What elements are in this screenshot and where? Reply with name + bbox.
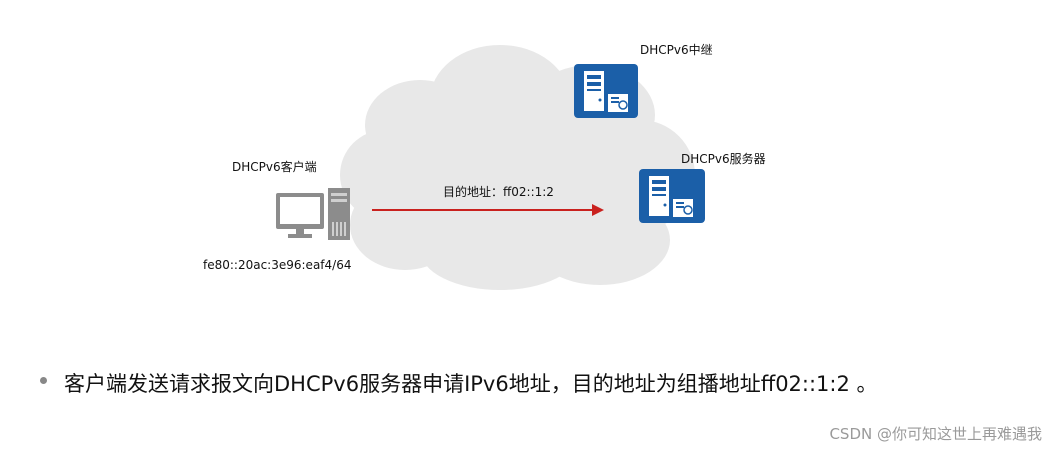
server-icon xyxy=(639,169,705,223)
message-arrow xyxy=(372,204,604,216)
description-text: 客户端发送请求报文向DHCPv6服务器申请IPv6地址，目的地址为组播地址ff0… xyxy=(64,372,878,396)
network-diagram xyxy=(276,45,705,290)
bullet-icon xyxy=(40,377,47,384)
watermark: CSDN @你可知这世上再难遇我 xyxy=(829,425,1042,443)
desktop-computer-icon xyxy=(276,188,350,240)
relay-label: DHCPv6中继 xyxy=(640,43,713,57)
server-label: DHCPv6服务器 xyxy=(681,152,766,166)
client-address: fe80::20ac:3e96:eaf4/64 xyxy=(203,258,352,272)
arrow-label: 目的地址：ff02::1:2 xyxy=(443,185,554,199)
network-cloud xyxy=(340,45,695,290)
server-icon xyxy=(574,64,638,118)
client-label: DHCPv6客户端 xyxy=(232,160,317,174)
